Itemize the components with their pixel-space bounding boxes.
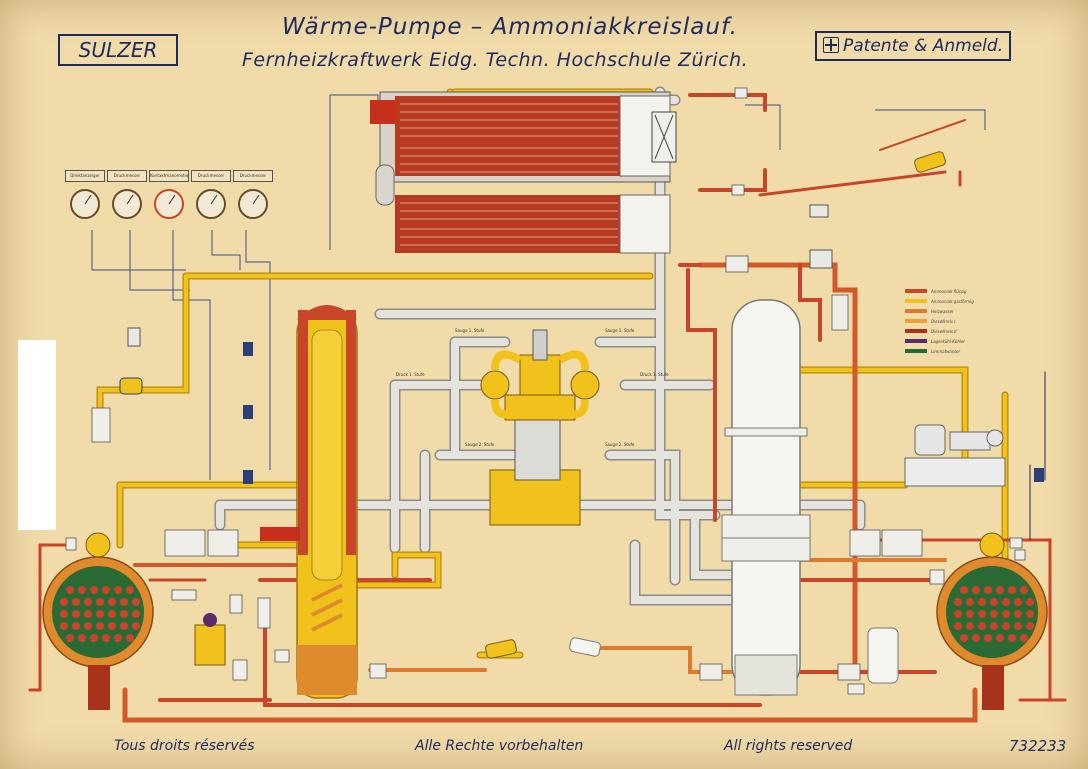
evaporator-left	[42, 532, 154, 710]
legend: Ammoniak flüssig Ammoniak gasförmig Heiz…	[905, 286, 985, 356]
legend-label: Dieselkreis I	[931, 318, 956, 324]
liquid-pipes	[28, 93, 1067, 723]
rights-english: All rights reserved	[724, 738, 853, 754]
legend-swatch	[905, 349, 927, 353]
gauge-panel: Direktanzeiger Druckmesser Kontaktmanome…	[65, 170, 273, 230]
compressor	[480, 329, 600, 526]
diagram-subtitle: Fernheizkraftwerk Eidg. Techn. Hochschul…	[242, 49, 749, 71]
legend-swatch	[905, 329, 927, 333]
diagram-title: Wärme-Pumpe – Ammoniakkreislauf.	[282, 14, 738, 40]
evaporator-right	[936, 532, 1048, 710]
legend-item: Ammoniak flüssig	[905, 286, 985, 296]
rights-french: Tous droits réservés	[114, 738, 255, 754]
control-lines	[91, 94, 986, 480]
valve-tag: Druck 1. Stufe	[640, 372, 669, 377]
brand-box: SULZER	[58, 34, 178, 66]
patent-text: Patente & Anmeld.	[843, 36, 1004, 56]
legend-label: Lagerkühl-Kühler	[931, 338, 966, 344]
valve-tag: Sauge 1. Stufe	[605, 328, 635, 333]
valve-tag: Druck 1. Stufe	[396, 372, 425, 377]
grey-pipes-fill	[216, 88, 864, 604]
valve-blue-marks	[119, 204, 1044, 484]
valve-tag: Sauge 2. Stufe	[605, 442, 635, 447]
pump-unit	[904, 424, 1006, 487]
valves	[65, 87, 1026, 695]
patent-box: Patente & Anmeld.	[815, 31, 1012, 61]
legend-item: Dieselkreis II	[905, 326, 985, 336]
gauge-label: Kontaktmanometer	[149, 170, 189, 182]
legend-swatch	[905, 309, 927, 313]
legend-label: Ammoniak flüssig	[931, 288, 967, 294]
catalog-number: 732233	[1009, 737, 1067, 755]
legend-item: Lagerkühl-Kühler	[905, 336, 985, 346]
legend-item: Heizwasser	[905, 306, 985, 316]
legend-swatch	[905, 339, 927, 343]
swiss-cross-icon	[823, 37, 839, 53]
rights-german: Alle Rechte vorbehalten	[415, 738, 584, 754]
legend-swatch	[905, 299, 927, 303]
legend-item: Limmatwasser	[905, 346, 985, 356]
separator-column	[296, 305, 358, 699]
valve-tag: Sauge 1. Stufe	[455, 328, 485, 333]
legend-item: Ammoniak gasförmig	[905, 296, 985, 306]
valve-tag: Sauge 2. Stufe	[465, 442, 495, 447]
legend-item: Dieselkreis I	[905, 316, 985, 326]
paper-tear	[18, 340, 56, 530]
gauge-label: Druckmesser	[191, 170, 231, 182]
legend-label: Heizwasser	[931, 308, 954, 314]
gauge-dials	[70, 189, 268, 219]
gauge-label: Druckmesser	[233, 170, 273, 182]
legend-swatch	[905, 319, 927, 323]
legend-swatch	[905, 289, 927, 293]
condenser-group	[370, 91, 677, 254]
legend-label: Ammoniak gasförmig	[931, 298, 974, 304]
legend-label: Limmatwasser	[931, 348, 961, 354]
gauge-label: Druckmesser	[107, 170, 147, 182]
receiver-column	[721, 299, 811, 696]
small-vessels	[194, 151, 946, 684]
legend-label: Dieselkreis II	[931, 328, 957, 334]
gauge-label: Direktanzeiger	[65, 170, 105, 182]
